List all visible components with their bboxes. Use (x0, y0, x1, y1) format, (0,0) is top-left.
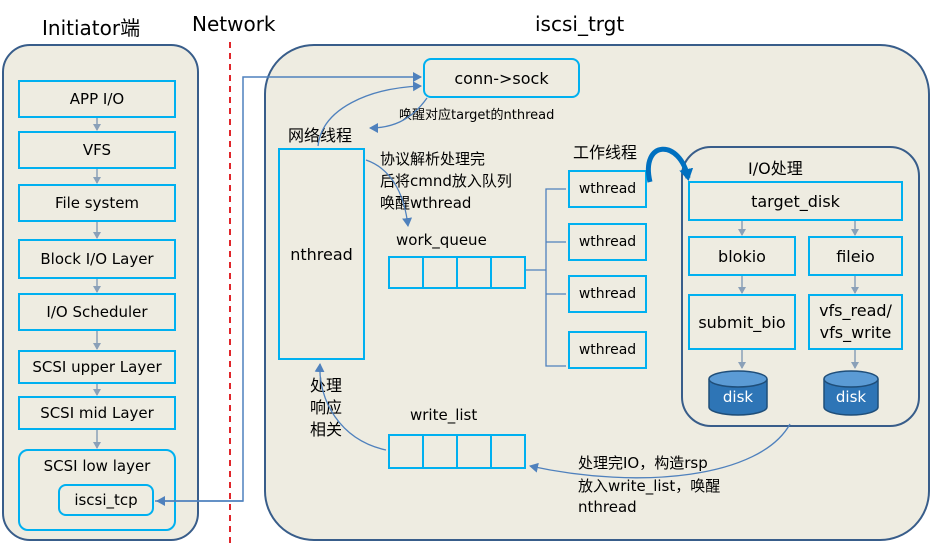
work-queue-label: work_queue (396, 231, 487, 249)
disk-icon: disk (708, 370, 768, 416)
stack-io-scheduler: I/O Scheduler (18, 293, 176, 331)
network-title: Network (192, 12, 276, 36)
queue-bracket (526, 188, 566, 367)
work-queue-cell (422, 256, 458, 289)
parse-note-line-3: 唤醒wthread (380, 194, 472, 212)
initiator-title: Initiator端 (42, 16, 141, 40)
stack-scsi-mid: SCSI mid Layer (18, 396, 176, 430)
fileio-box: fileio (808, 236, 903, 276)
parse-note-line-1: 协议解析处理完 (380, 150, 486, 168)
disk-label: disk (723, 388, 754, 406)
vfs-read-write-box: vfs_read/ vfs_write (808, 294, 903, 350)
write-list-label: write_list (410, 406, 478, 424)
worker-to-io-curl (645, 146, 694, 183)
stack-scsi-upper: SCSI upper Layer (18, 350, 176, 384)
nthread-box: nthread (278, 148, 365, 360)
target-disk-box: target_disk (688, 181, 903, 221)
wthread-box: wthread (568, 275, 647, 313)
vfs-read-label: vfs_read/ (819, 301, 892, 320)
target-title: iscsi_trgt (535, 12, 625, 36)
stack-file-system: File system (18, 184, 176, 222)
write-list-cell (456, 434, 492, 469)
scsi-low-label: SCSI low layer (43, 457, 151, 475)
write-list-cell (422, 434, 458, 469)
done-note-line-2: 放入write_list，唤醒 (578, 477, 721, 495)
conn-sock-box: conn->sock (423, 58, 580, 98)
work-queue-cell (456, 256, 492, 289)
io-processing-label: I/O处理 (748, 159, 803, 178)
network-link (155, 72, 422, 502)
stack-block-io-layer: Block I/O Layer (18, 239, 176, 279)
wthread-box: wthread (568, 170, 647, 208)
write-list-cell (490, 434, 526, 469)
worker-thread-label: 工作线程 (573, 143, 638, 162)
stack-app-io: APP I/O (18, 80, 176, 118)
respond-note-line-1: 处理 (310, 376, 343, 395)
iscsi-tcp-box: iscsi_tcp (58, 484, 154, 516)
disk-label: disk (836, 388, 867, 406)
blokio-box: blokio (688, 236, 796, 276)
stack-vfs: VFS (18, 131, 176, 169)
wthread-box: wthread (568, 331, 647, 369)
disk-icon: disk (823, 370, 879, 416)
respond-note-line-3: 相关 (310, 420, 343, 439)
io-done-curve (529, 423, 791, 479)
writelist-to-nthread-curve (314, 363, 387, 451)
wake-note: 唤醒对应target的nthread (399, 108, 555, 123)
wake-curve (369, 97, 428, 133)
work-queue-cell (490, 256, 526, 289)
respond-note-line-2: 响应 (310, 398, 343, 417)
nthread-to-sock-curve (317, 81, 422, 147)
parse-note-line-2: 后将cmnd放入队列 (380, 172, 512, 190)
wthread-box: wthread (568, 223, 647, 261)
submit-bio-box: submit_bio (688, 294, 796, 350)
vfs-write-label: vfs_write (819, 323, 892, 342)
done-note-line-1: 处理完IO，构造rsp (578, 454, 708, 472)
nthread-to-queue-arrow (365, 159, 413, 227)
done-note-line-3: nthread (578, 498, 637, 516)
